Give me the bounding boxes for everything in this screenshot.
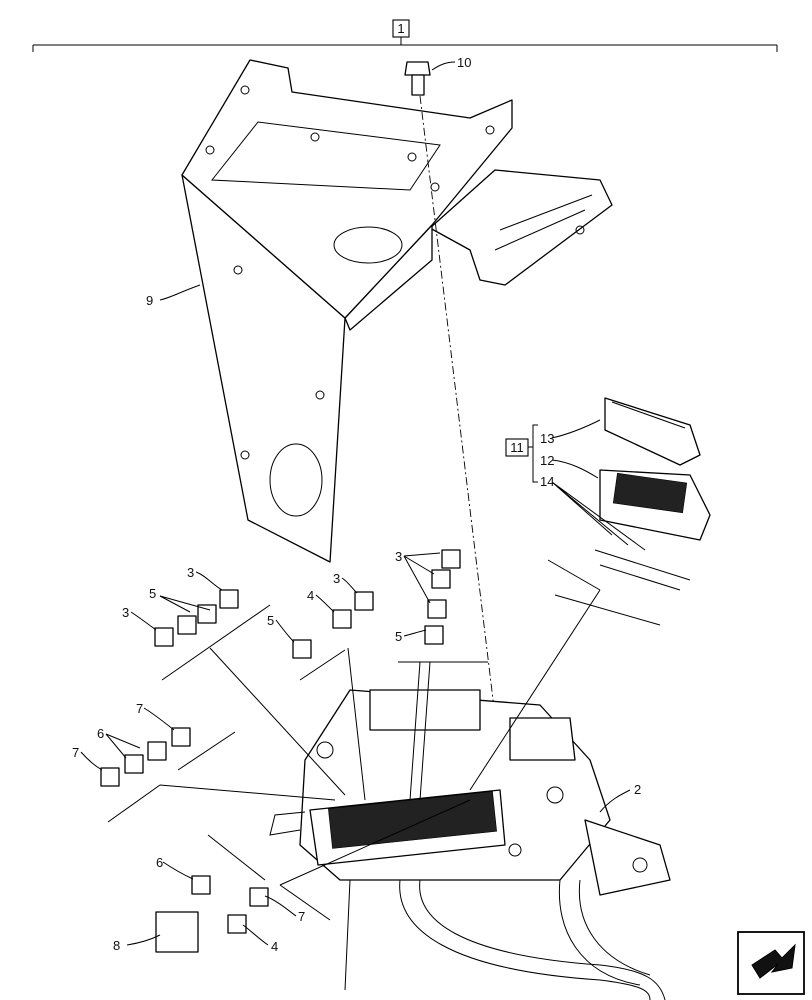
callout-4: 4 [271, 939, 278, 954]
callout-3: 3 [187, 565, 194, 580]
callout-4: 4 [307, 588, 314, 603]
callout-6: 6 [156, 855, 163, 870]
callout-7: 7 [298, 909, 305, 924]
callout-5: 5 [395, 629, 402, 644]
fuse-relay-box [269, 689, 671, 1000]
callout-5: 5 [267, 613, 274, 628]
return-arrow-icon[interactable] [737, 931, 805, 995]
callout-labels: 2 3 3 3 3 4 4 5 5 5 6 6 7 7 7 8 9 10 12 … [72, 55, 641, 954]
callout-9: 9 [146, 293, 153, 308]
callout-3: 3 [122, 605, 129, 620]
callout-10: 10 [457, 55, 471, 70]
callout-3: 3 [395, 549, 402, 564]
callout-2: 2 [634, 782, 641, 797]
callout-6: 6 [97, 726, 104, 741]
connector-housing: 11 [505, 397, 711, 591]
assembly-number: 1 [397, 21, 404, 36]
callout-3: 3 [333, 571, 340, 586]
mounting-bracket [181, 59, 613, 563]
callout-8: 8 [113, 938, 120, 953]
fuses [100, 549, 461, 953]
callout-13: 13 [540, 431, 554, 446]
assembly-bracket: 1 [32, 19, 778, 52]
bolt [404, 61, 431, 96]
callout-12: 12 [540, 453, 554, 468]
leader-lines [80, 61, 661, 946]
callout-14: 14 [540, 474, 554, 489]
callout-7: 7 [136, 701, 143, 716]
callout-5: 5 [149, 586, 156, 601]
subassembly-number: 11 [510, 440, 524, 455]
callout-7: 7 [72, 745, 79, 760]
